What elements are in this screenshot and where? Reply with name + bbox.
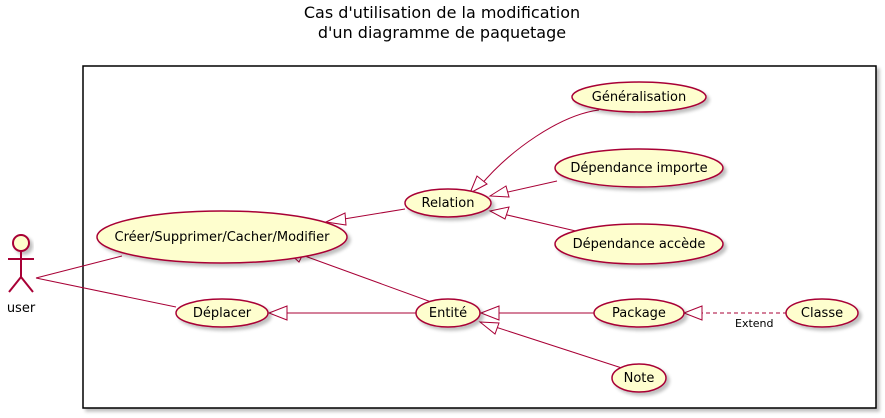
arrowhead-note-entite (478, 321, 500, 335)
usecase-deplacer-label: Déplacer (193, 306, 252, 321)
arrowhead-classe-package (682, 305, 703, 321)
usecase-note-ellipse[interactable] (611, 363, 667, 393)
diagram-title-line-1: Cas d'utilisation de la modification (304, 3, 580, 22)
usecase-creer-label: Créer/Supprimer/Cacher/Modifier (115, 230, 331, 245)
usecase-package-ellipse[interactable] (593, 298, 685, 328)
actor-head (12, 234, 30, 252)
actor-user[interactable] (8, 234, 34, 293)
usecase-dep-importe-ellipse[interactable] (554, 148, 724, 188)
usecase-package-label: Package (612, 306, 666, 321)
arrowhead-dep-importe-relation (488, 185, 510, 198)
arrowhead-entite-deplacer (267, 305, 288, 321)
usecase-relation-ellipse[interactable] (404, 188, 492, 218)
usecase-creer-ellipse[interactable] (96, 210, 348, 264)
usecase-generalisation-ellipse[interactable] (571, 81, 707, 113)
arrowhead-dep-accede-relation (488, 206, 510, 220)
arrowhead-relation-creer (324, 212, 347, 226)
generalization-generalisation-relation (479, 109, 600, 187)
usecase-note-label: Note (624, 371, 655, 386)
generalization-relation-creer (343, 208, 406, 220)
generalization-note-entite (479, 321, 629, 371)
arrowhead-package-entite (479, 305, 500, 321)
usecase-classe-label: Classe (801, 306, 843, 321)
usecase-deplacer-ellipse[interactable] (175, 298, 269, 328)
usecase-generalisation-label: Généralisation (592, 90, 687, 105)
usecase-dep-accede-label: Dépendance accède (573, 237, 706, 252)
usecase-entite-ellipse[interactable] (415, 298, 481, 328)
usecase-dep-importe-label: Dépendance importe (570, 161, 707, 176)
extend-label: Extend (735, 317, 774, 330)
association-user-deplacer (35, 277, 177, 308)
association-user-creer (35, 255, 123, 279)
usecase-classe-ellipse[interactable] (785, 298, 859, 328)
usecase-entite-label: Entité (429, 306, 467, 321)
usecase-dep-accede-ellipse[interactable] (554, 223, 724, 265)
actor-user-label: user (7, 301, 36, 316)
usecase-relation-label: Relation (422, 196, 475, 211)
generalization-entite-creer (301, 254, 446, 308)
arrowhead-generalisation-relation (469, 175, 488, 195)
diagram-title-line-2: d'un diagramme de paquetage (318, 23, 566, 42)
